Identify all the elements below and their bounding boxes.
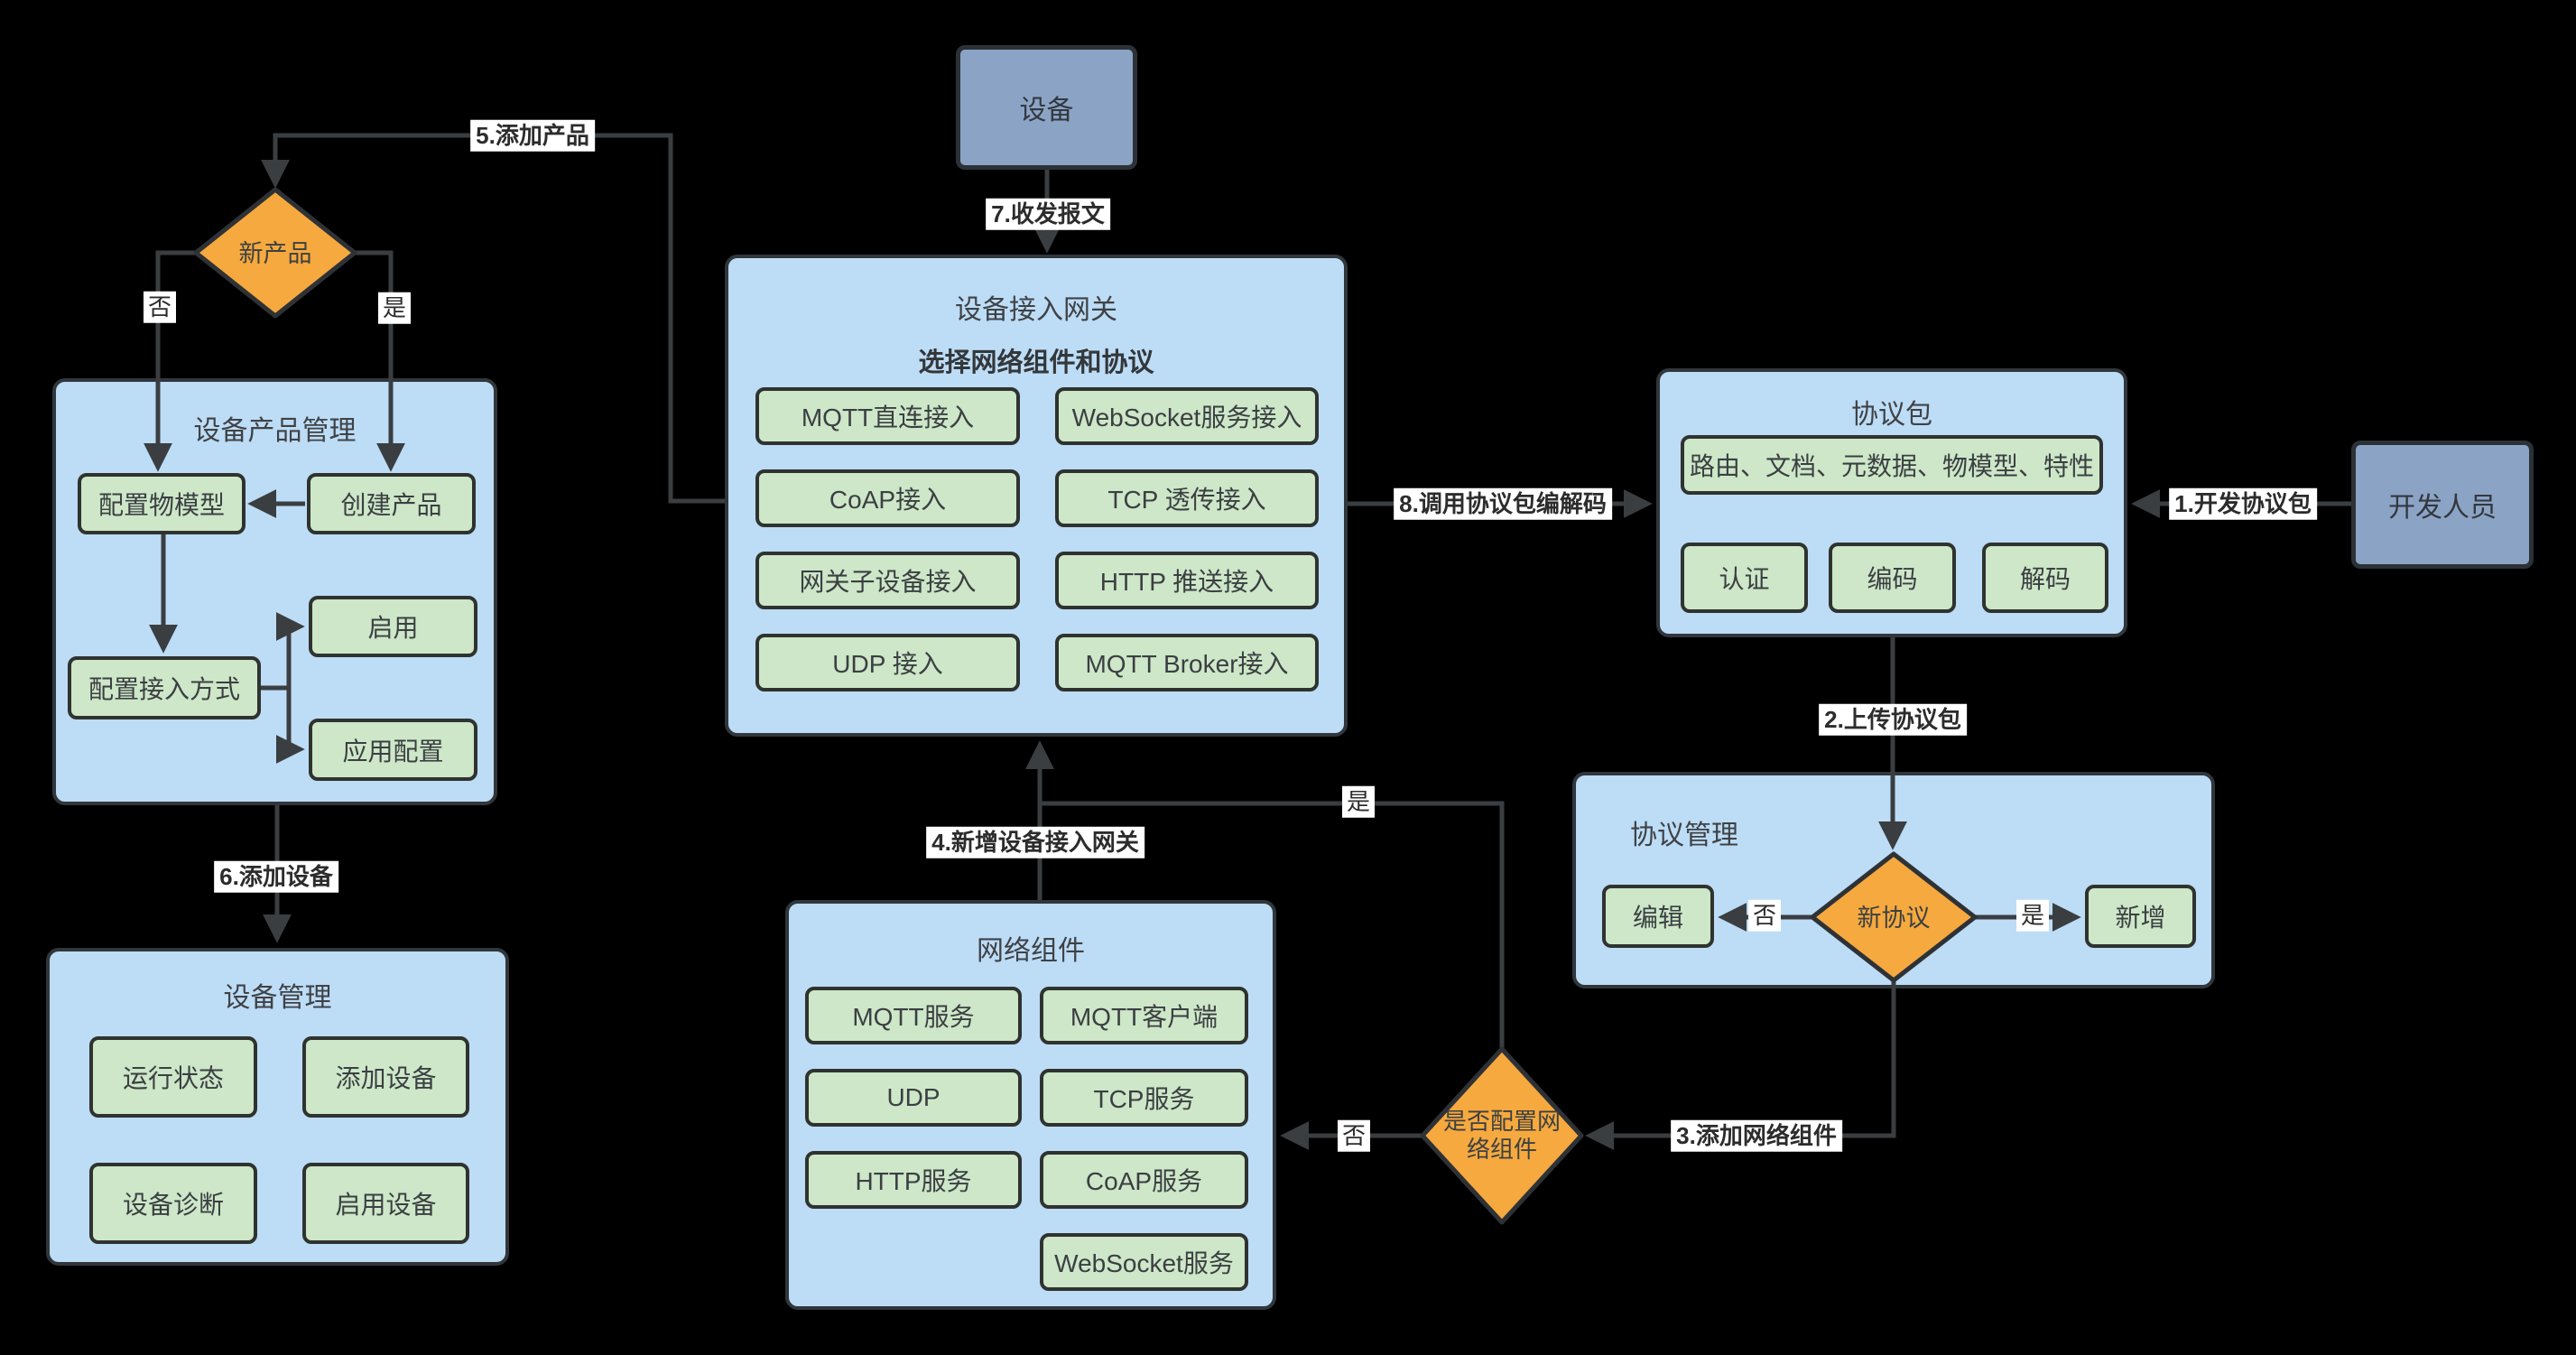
decision-new-product-label: 新产品	[238, 239, 312, 267]
label-yes-new-protocol: 是	[2015, 899, 2050, 932]
button-udp[interactable]: UDP	[805, 1069, 1022, 1127]
button-create-product[interactable]: 创建产品	[307, 473, 476, 534]
label-no-new-protocol: 否	[1747, 899, 1782, 932]
decision-config-network-label: 是否配置网 络组件	[1443, 1108, 1561, 1164]
label-no-new-product: 否	[143, 291, 177, 323]
button-decode[interactable]: 解码	[1982, 543, 2108, 613]
edge-new-protocol-to-config-network	[1585, 980, 1896, 1151]
button-gateway-subdevice-access[interactable]: 网关子设备接入	[755, 552, 1020, 609]
panel-device-access-gateway-subtitle: 选择网络组件和协议	[918, 348, 1154, 377]
edge-label-3-add-network-component: 3.添加网络组件	[1671, 1119, 1842, 1152]
button-mqtt-direct-access[interactable]: MQTT直连接入	[755, 387, 1020, 445]
button-enable[interactable]: 启用	[309, 596, 477, 657]
label-no-config-network: 否	[1337, 1119, 1371, 1152]
button-add-protocol[interactable]: 新增	[2085, 885, 2196, 948]
label-yes-new-product: 是	[377, 292, 412, 324]
button-tcp-passthrough-access[interactable]: TCP 透传接入	[1055, 469, 1319, 527]
panel-protocol-management	[1572, 772, 2215, 988]
button-websocket-service-access[interactable]: WebSocket服务接入	[1055, 387, 1319, 445]
edge-label-5-add-product: 5.添加产品	[470, 119, 595, 152]
label-yes-config-network: 是	[1341, 785, 1376, 818]
decision-config-network-label-line2: 络组件	[1466, 1136, 1538, 1163]
panel-protocol-package-title: 协议包	[1851, 400, 1932, 430]
button-device-diagnosis[interactable]: 设备诊断	[89, 1163, 257, 1244]
button-authentication[interactable]: 认证	[1681, 543, 1808, 613]
button-encode[interactable]: 编码	[1829, 543, 1956, 613]
decision-config-network-label-line1: 是否配置网	[1442, 1107, 1561, 1135]
button-config-thing-model[interactable]: 配置物模型	[78, 473, 246, 534]
button-apply-config[interactable]: 应用配置	[309, 719, 477, 781]
button-tcp-service[interactable]: TCP服务	[1040, 1069, 1248, 1127]
button-edit-protocol[interactable]: 编辑	[1602, 885, 1714, 948]
button-coap-service[interactable]: CoAP服务	[1040, 1151, 1248, 1209]
button-http-push-access[interactable]: HTTP 推送接入	[1055, 552, 1319, 609]
developer-node-label: 开发人员	[2388, 493, 2497, 523]
button-http-service[interactable]: HTTP服务	[805, 1151, 1022, 1209]
button-config-access-method[interactable]: 配置接入方式	[68, 656, 261, 719]
panel-device-product-management-title: 设备产品管理	[193, 416, 357, 446]
button-add-device[interactable]: 添加设备	[302, 1036, 469, 1118]
button-udp-access[interactable]: UDP 接入	[755, 634, 1020, 691]
edge-label-1-develop-protocol-package: 1.开发协议包	[2169, 487, 2317, 520]
button-running-status[interactable]: 运行状态	[89, 1036, 257, 1118]
button-route-doc-metadata-model-feature[interactable]: 路由、文档、元数据、物模型、特性	[1681, 435, 2103, 495]
button-websocket-service[interactable]: WebSocket服务	[1040, 1233, 1248, 1291]
edge-label-8-call-protocol-codec: 8.调用协议包编解码	[1394, 487, 1612, 520]
edge-label-4-add-device-access-gateway: 4.新增设备接入网关	[926, 826, 1144, 858]
button-mqtt-client[interactable]: MQTT客户端	[1040, 987, 1248, 1044]
device-node[interactable]: 设备	[956, 45, 1137, 170]
button-mqtt-service[interactable]: MQTT服务	[805, 987, 1022, 1044]
developer-node[interactable]: 开发人员	[2351, 441, 2534, 569]
device-node-label: 设备	[1019, 96, 1074, 125]
edge-label-6-add-device: 6.添加设备	[214, 860, 338, 893]
panel-protocol-management-title: 协议管理	[1630, 821, 1738, 850]
button-mqtt-broker-access[interactable]: MQTT Broker接入	[1055, 634, 1319, 691]
button-coap-access[interactable]: CoAP接入	[755, 469, 1020, 527]
button-enable-device[interactable]: 启用设备	[302, 1163, 469, 1244]
panel-device-management-title: 设备管理	[223, 983, 332, 1013]
edge-label-7-send-receive-packets: 7.收发报文	[986, 198, 1110, 230]
panel-device-access-gateway-title: 设备接入网关	[955, 295, 1117, 325]
decision-new-protocol-label: 新协议	[1857, 904, 1931, 932]
panel-network-components-title: 网络组件	[977, 936, 1085, 966]
edge-label-2-upload-protocol-package: 2.上传协议包	[1819, 703, 1967, 736]
